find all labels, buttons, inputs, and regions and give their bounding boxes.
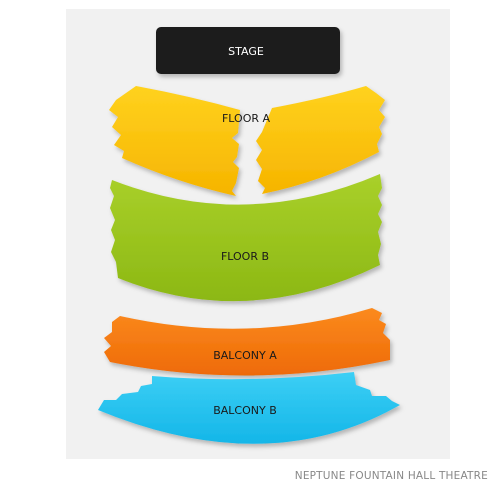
floor-b-block[interactable] — [110, 174, 382, 302]
section-balcony-a[interactable]: BALCONY A — [104, 308, 390, 376]
stage-block[interactable] — [156, 27, 340, 74]
balcony-a-label: BALCONY A — [213, 349, 277, 362]
balcony-b-label: BALCONY B — [213, 404, 277, 417]
section-floor-b[interactable]: FLOOR B — [110, 174, 382, 302]
venue-name: NEPTUNE FOUNTAIN HALL THEATRE — [294, 470, 488, 482]
floor-a-right-block[interactable] — [256, 86, 385, 194]
section-balcony-b[interactable]: BALCONY B — [98, 372, 400, 444]
floor-b-label: FLOOR B — [221, 250, 269, 263]
balcony-a-block[interactable] — [104, 308, 390, 376]
floor-a-left-block[interactable] — [109, 86, 240, 196]
floor-a-label: FLOOR A — [222, 112, 271, 125]
section-floor-a[interactable]: FLOOR A — [109, 86, 385, 196]
stage-label: STAGE — [228, 45, 264, 58]
balcony-b-block[interactable] — [98, 372, 400, 444]
stage[interactable]: STAGE — [156, 27, 340, 74]
